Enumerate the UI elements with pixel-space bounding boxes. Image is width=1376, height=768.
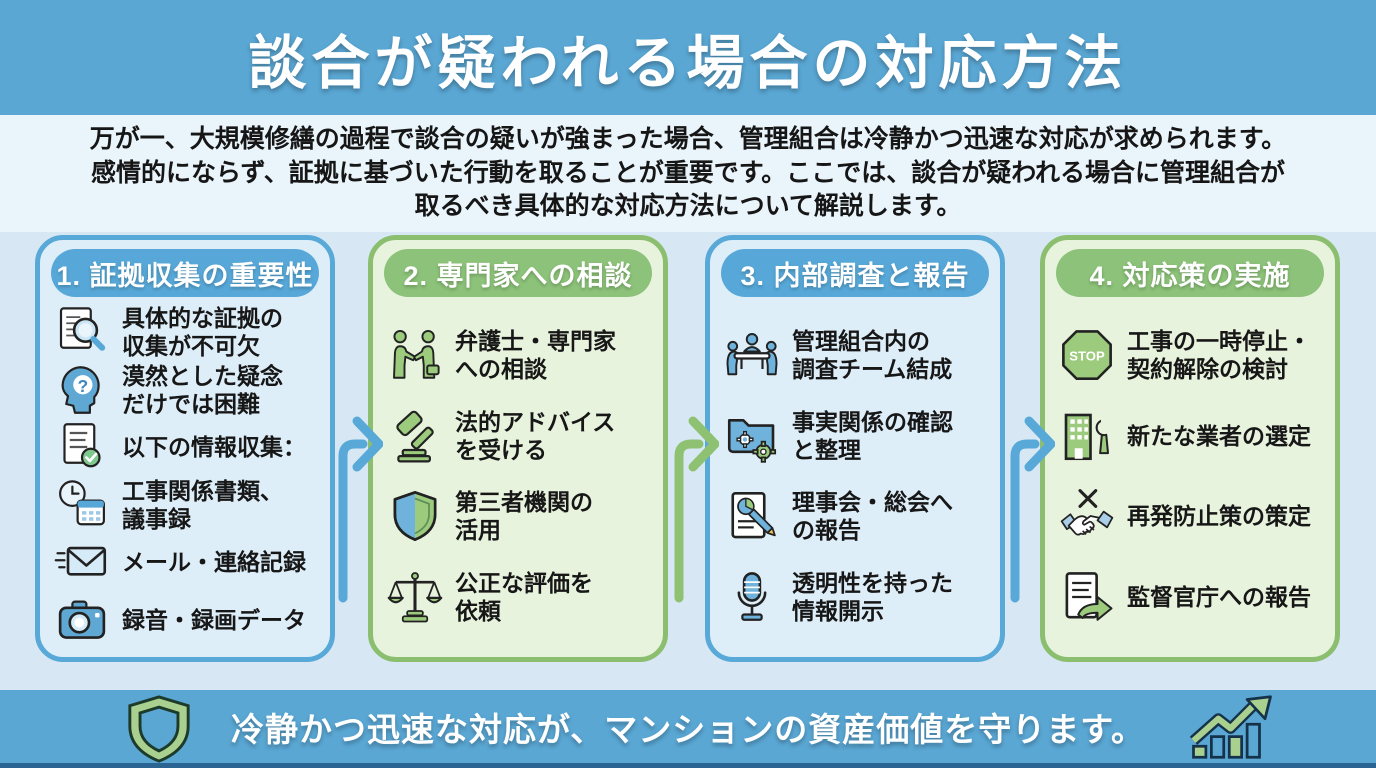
card-1-items: 具体的な証拠の 収集が不可欠 ? 漠然とした疑念 だけでは困難 以下の情報収集：… — [40, 299, 330, 657]
intro-line: 感情的にならず、証拠に基づいた行動を取ることが重要です。ここでは、談合が疑われる… — [90, 158, 1285, 187]
intro-line: 取るべき具体的な対応方法について解説します。 — [414, 192, 962, 221]
list-item: 弁護士・専門家 への相談 — [387, 327, 655, 383]
list-item: 再発防止策の策定 — [1059, 488, 1327, 544]
list-item-text: 第三者機関の 活用 — [455, 489, 593, 544]
list-item-text: 具体的な証拠の 収集が不可欠 — [122, 305, 283, 360]
list-item: 新たな業者の選定 — [1059, 408, 1327, 464]
list-item: メール・連絡記録 — [54, 534, 322, 590]
shield-half-icon — [387, 488, 443, 544]
microphone-icon — [724, 569, 780, 625]
document-check-icon — [54, 419, 110, 475]
list-item-text: 公正な評価を 依頼 — [455, 569, 593, 624]
document-search-icon — [54, 304, 110, 360]
list-item: 具体的な証拠の 収集が不可欠 — [54, 304, 322, 360]
list-item-text: 監督官庁への報告 — [1127, 583, 1311, 610]
list-item-text: 録音・録画データ — [122, 606, 306, 633]
card-4-items: STOP 工事の一時停止・ 契約解除の検討 新たな業者の選定 再発防止策の策定 — [1045, 299, 1335, 657]
card-1-header: 1. 証拠収集の重要性 — [51, 249, 319, 297]
gavel-icon — [387, 408, 443, 464]
card-internal-investigation: 3. 内部調査と報告 管理組合内の 調査チーム結成 事実関係の確認 と整理 理事… — [705, 235, 1005, 662]
footer-band — [0, 690, 1376, 768]
page-title: 談合が疑われる場合の対応方法 — [248, 30, 1128, 96]
list-item-text: メール・連絡記録 — [122, 549, 306, 576]
head-question-icon: ? — [54, 362, 110, 418]
list-item-text: 管理組合内の 調査チーム結成 — [792, 328, 953, 383]
document-arrow-icon — [1059, 569, 1115, 625]
flow-arrow-2-icon — [674, 416, 719, 603]
no-handshake-icon — [1059, 488, 1115, 544]
consult-handshake-people-icon — [387, 327, 443, 383]
list-item-text: 工事の一時停止・ 契約解除の検討 — [1127, 328, 1311, 383]
bottom-strip — [0, 763, 1376, 768]
camera-icon — [54, 592, 110, 648]
mail-icon — [54, 534, 110, 590]
intro-line: 万が一、大規模修繕の過程で談合の疑いが強まった場合、管理組合は冷静かつ迅速な対応… — [89, 125, 1287, 154]
list-item: 公正な評価を 依頼 — [387, 569, 655, 625]
list-item-text: 弁護士・専門家 への相談 — [455, 328, 616, 383]
list-item: 以下の情報収集： — [54, 419, 322, 475]
list-item: 第三者機関の 活用 — [387, 488, 655, 544]
list-item: 透明性を持った 情報開示 — [724, 569, 992, 625]
list-item-text: 法的アドバイス を受ける — [455, 408, 616, 463]
clock-calendar-icon — [54, 477, 110, 533]
card-2-header: 2. 専門家への相談 — [384, 249, 652, 297]
stop-label: STOP — [1069, 349, 1105, 364]
header-band: 談合が疑われる場合の対応方法 — [0, 0, 1376, 115]
growth-chart-icon — [1189, 695, 1272, 759]
steps-area: 1. 証拠収集の重要性 具体的な証拠の 収集が不可欠 ? 漠然とした疑念 だけで… — [0, 232, 1376, 690]
list-item-text: 以下の情報収集： — [122, 434, 306, 461]
svg-text:?: ? — [78, 376, 89, 396]
list-item: ? 漠然とした疑念 だけでは困難 — [54, 362, 322, 418]
list-item-text: 漠然とした疑念 だけでは困難 — [122, 362, 283, 417]
list-item: 管理組合内の 調査チーム結成 — [724, 327, 992, 383]
card-3-header: 3. 内部調査と報告 — [721, 249, 989, 297]
flow-arrow-3-icon — [1010, 416, 1055, 603]
intro-section: 万が一、大規模修繕の過程で談合の疑いが強まった場合、管理組合は冷静かつ迅速な対応… — [0, 115, 1376, 232]
list-item-text: 再発防止策の策定 — [1127, 503, 1311, 530]
card-2-items: 弁護士・専門家 への相談 法的アドバイス を受ける 第三者機関の 活用 公正な評… — [373, 299, 663, 657]
shield-outline-icon — [128, 695, 190, 763]
list-item-text: 事実関係の確認 と整理 — [792, 408, 953, 463]
card-3-items: 管理組合内の 調査チーム結成 事実関係の確認 と整理 理事会・総会へ の報告 透… — [710, 299, 1000, 657]
list-item: 工事関係書類、 議事録 — [54, 477, 322, 533]
report-pie-pencil-icon — [724, 488, 780, 544]
card-countermeasures: 4. 対応策の実施 STOP 工事の一時停止・ 契約解除の検討 新たな業者の選定… — [1040, 235, 1340, 662]
building-wrench-icon — [1059, 408, 1115, 464]
list-item: 録音・録画データ — [54, 592, 322, 648]
list-item: 理事会・総会へ の報告 — [724, 488, 992, 544]
card-evidence-collection: 1. 証拠収集の重要性 具体的な証拠の 収集が不可欠 ? 漠然とした疑念 だけで… — [35, 235, 335, 662]
list-item-text: 新たな業者の選定 — [1127, 422, 1311, 449]
meeting-table-icon — [724, 327, 780, 383]
list-item: 法的アドバイス を受ける — [387, 408, 655, 464]
folder-gears-icon — [724, 408, 780, 464]
list-item-text: 理事会・総会へ の報告 — [792, 489, 953, 544]
list-item-text: 工事関係書類、 議事録 — [122, 477, 283, 532]
stop-sign-icon: STOP — [1059, 327, 1115, 383]
scales-icon — [387, 569, 443, 625]
list-item: STOP 工事の一時停止・ 契約解除の検討 — [1059, 327, 1327, 383]
list-item: 監督官庁への報告 — [1059, 569, 1327, 625]
list-item: 事実関係の確認 と整理 — [724, 408, 992, 464]
flow-arrow-1-icon — [338, 416, 383, 603]
card-expert-consultation: 2. 専門家への相談 弁護士・専門家 への相談 法的アドバイス を受ける 第三者… — [368, 235, 668, 662]
list-item-text: 透明性を持った 情報開示 — [792, 569, 953, 624]
card-4-header: 4. 対応策の実施 — [1056, 249, 1324, 297]
footer-message: 冷静かつ迅速な対応が、マンションの資産価値を守ります。 — [230, 710, 1146, 748]
